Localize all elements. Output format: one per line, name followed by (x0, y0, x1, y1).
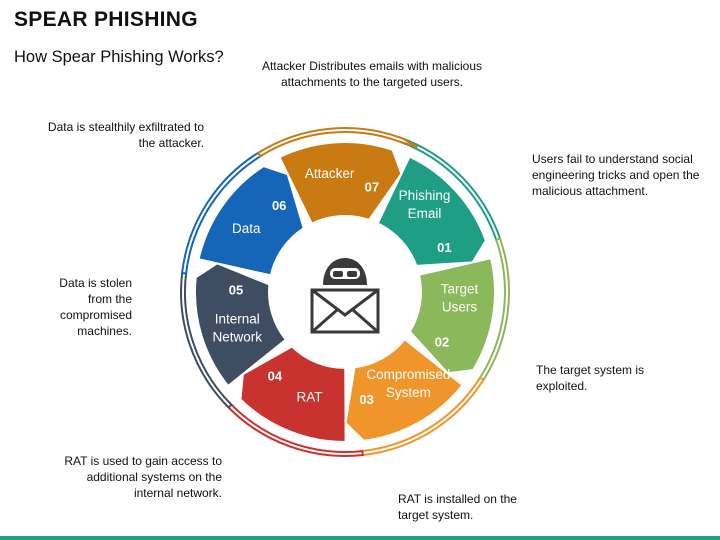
segment-04 (239, 345, 347, 444)
note-data-stolen: Data is stolen from the compromised mach… (59, 276, 132, 338)
segment-number-04: 04 (268, 369, 283, 384)
segment-07 (278, 141, 403, 226)
segment-number-05: 05 (229, 282, 243, 297)
bottom-accent-bar (0, 536, 720, 540)
segment-number-06: 06 (272, 198, 286, 213)
segment-label-06: Data (232, 221, 261, 236)
segment-number-01: 01 (437, 240, 451, 255)
note-users-fail: Users fail to understand social engineer… (532, 152, 700, 198)
segment-number-02: 02 (435, 335, 449, 350)
segment-05 (194, 262, 288, 388)
segment-label-04: RAT (297, 389, 323, 404)
segment-06 (197, 164, 305, 277)
hacker-email-icon (310, 258, 380, 334)
arrow-07 (256, 127, 418, 158)
segment-number-03: 03 (359, 392, 373, 407)
page-title: SPEAR PHISHING (14, 8, 198, 31)
note-system-exploited: The target system is exploited. (536, 363, 645, 393)
note-attacker-distributes: Attacker Distributes emails with malicio… (261, 59, 483, 89)
segment-label-07: Attacker (305, 166, 355, 181)
segment-02 (408, 256, 496, 375)
segment-03 (344, 337, 465, 442)
segment-01 (376, 155, 488, 267)
segment-number-07: 07 (365, 179, 379, 194)
note-rat-installed: RAT is installed on the target system. (398, 492, 517, 522)
note-rat-used: RAT is used to gain access to additional… (64, 454, 222, 500)
page-subtitle: How Spear Phishing Works? (14, 48, 224, 66)
note-data-exfiltrated: Data is stealthily exfiltrated to the at… (47, 120, 204, 150)
